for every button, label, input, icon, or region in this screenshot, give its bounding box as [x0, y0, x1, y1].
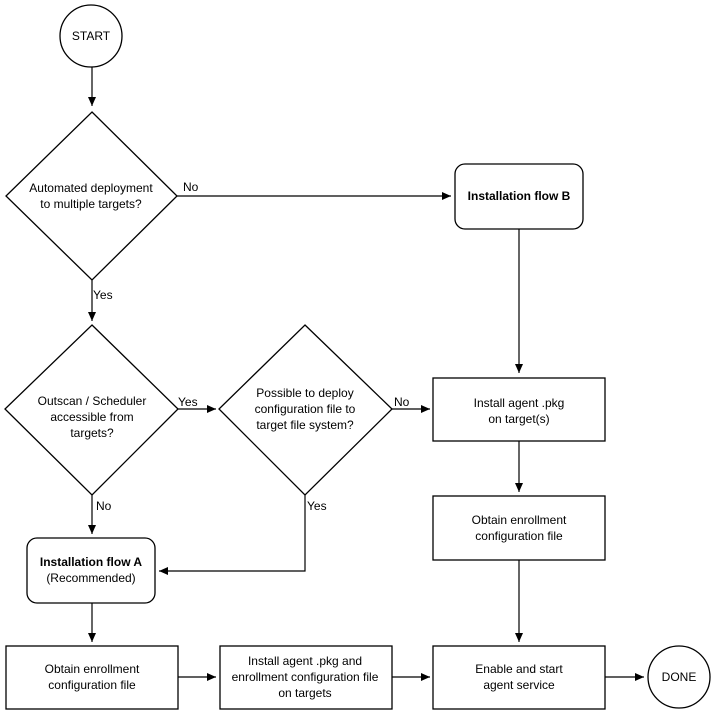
install-pkg-line1: Install agent .pkg — [474, 396, 565, 410]
edge-possible-yes — [159, 495, 306, 575]
obtain-enrollment-left-box: Obtain enrollment configuration file — [5, 645, 179, 710]
edge-labels: No Yes Yes No No Yes — [93, 180, 410, 513]
flow-a-line1: Installation flow A — [40, 555, 143, 569]
label-possible-yes: Yes — [307, 499, 327, 513]
outscan-line1: Outscan / Scheduler — [38, 394, 147, 408]
start-node: START — [59, 4, 123, 68]
installation-flow-a-box: Installation flow A (Recommended) — [26, 537, 156, 604]
obtain-right-line2: configuration file — [475, 529, 563, 543]
install-pkg-box: Install agent .pkg on target(s) — [432, 377, 606, 442]
label-automated-no: No — [183, 180, 199, 194]
obtain-right-line1: Obtain enrollment — [472, 513, 567, 527]
label-automated-yes: Yes — [93, 288, 113, 302]
obtain-left-line2: configuration file — [48, 678, 136, 692]
flow-b-label: Installation flow B — [468, 189, 571, 203]
connectors — [88, 67, 644, 681]
outscan-line2: accessible from — [50, 410, 133, 424]
start-label: START — [72, 29, 111, 43]
obtain-enrollment-right-box: Obtain enrollment configuration file — [432, 495, 606, 561]
install-both-line2: enrollment configuration file — [232, 670, 379, 684]
install-pkg-line2: on target(s) — [488, 412, 549, 426]
possible-line3: target file system? — [256, 418, 354, 432]
installation-flow-b-box: Installation flow B — [454, 163, 584, 230]
install-pkg-and-config-box: Install agent .pkg and enrollment config… — [219, 645, 393, 710]
label-outscan-no: No — [96, 499, 112, 513]
automated-line2: to multiple targets? — [40, 197, 142, 211]
label-possible-no: No — [394, 395, 410, 409]
possible-line2: configuration file to — [255, 402, 356, 416]
done-label: DONE — [662, 670, 697, 684]
install-both-line1: Install agent .pkg and — [248, 654, 362, 668]
automated-line1: Automated deployment — [29, 181, 153, 195]
flow-a-line2: (Recommended) — [46, 571, 135, 585]
enable-line2: agent service — [483, 678, 555, 692]
possible-line1: Possible to deploy — [256, 386, 353, 400]
outscan-line3: targets? — [70, 426, 114, 440]
done-node: DONE — [647, 645, 711, 709]
obtain-left-line1: Obtain enrollment — [45, 662, 140, 676]
install-both-line3: on targets — [278, 686, 331, 700]
decision-automated-deployment: Automated deployment to multiple targets… — [5, 111, 178, 281]
label-outscan-yes: Yes — [178, 395, 198, 409]
enable-line1: Enable and start — [475, 662, 563, 676]
decision-outscan-accessible: Outscan / Scheduler accessible from targ… — [4, 324, 179, 496]
enable-service-box: Enable and start agent service — [432, 645, 606, 710]
decision-possible-deploy: Possible to deploy configuration file to… — [218, 324, 393, 496]
